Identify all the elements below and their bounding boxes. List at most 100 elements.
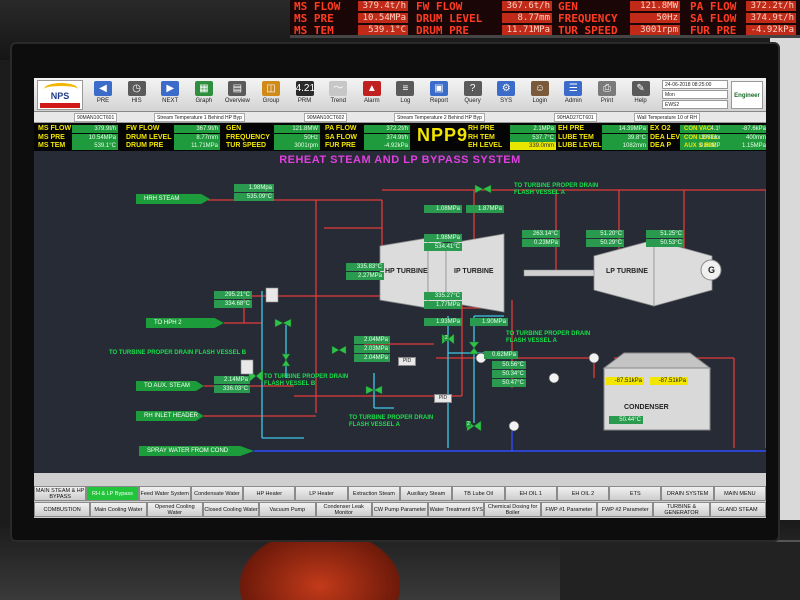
status-value: 0.59MPa — [680, 142, 726, 150]
nav-fwp-1-parameter[interactable]: FWP #1 Parameter — [540, 502, 598, 517]
nav-gland-steam[interactable]: GLAND STEAM — [709, 502, 766, 517]
led-label: MS FLOW — [294, 0, 341, 13]
status-label: DEA P — [650, 142, 672, 149]
toolbar-group-button[interactable]: ◫ Group — [256, 81, 286, 110]
nav-fwp-2-parameter[interactable]: FWP #2 Parameter — [597, 502, 654, 517]
toolbar-login-button[interactable]: ☺Login — [525, 81, 555, 110]
tag-desc: Stream Temperature 1 Behind HP Byp — [154, 113, 245, 122]
tag-id[interactable]: 90HAD27CT601 — [554, 113, 597, 122]
nav-hp-heater[interactable]: HP Heater — [243, 486, 296, 501]
nav-tb-lube-oil[interactable]: TB Lube Oil — [452, 486, 505, 501]
nav-lp-heater[interactable]: LP Heater — [295, 486, 348, 501]
pid-controller[interactable]: PID — [398, 357, 416, 366]
toolbar-query-button[interactable]: ?Query — [458, 81, 488, 110]
group-icon: ◫ — [262, 81, 280, 96]
session-info: 24-06-2018 08:25:00 Mon EWS2 — [662, 80, 728, 110]
pid-controller[interactable]: PID — [434, 394, 452, 403]
tag-desc: Wall Temperature 10 of RH — [634, 113, 701, 122]
nav-main-menu[interactable]: MAIN MENU — [713, 486, 766, 501]
led-label: DRUM PRE — [416, 24, 469, 37]
toolbar-button-label: Print — [600, 98, 614, 104]
drain-note: TO TURBINE PROPER DRAIN FLASH VESSEL A — [349, 415, 434, 428]
status-label: AUX S PRE — [684, 143, 717, 149]
nav-combustion[interactable]: COMBUSTION — [34, 502, 91, 517]
status-label: FW FLOW — [126, 125, 160, 132]
status-value: 339.0mm — [510, 142, 556, 150]
ip-turbine-label: IP TURBINE — [454, 268, 494, 275]
aux-pre: 2.14MPa — [214, 376, 250, 384]
toolbar-alarm-button[interactable]: ▲Alarm — [357, 81, 387, 110]
status-label: EH PRE — [558, 125, 585, 132]
status-label: TUR SPEED — [226, 142, 267, 149]
toolbar-button-label: PRM — [297, 98, 312, 104]
valve-tag: 2 — [444, 335, 449, 341]
bypass-pre2: 1.90MPa — [470, 318, 508, 326]
toolbar-report-button[interactable]: ▣Report — [424, 81, 454, 110]
nav-opened-cooling-water[interactable]: Opened Cooling Water — [146, 502, 203, 517]
status-value: 374.9t/h — [364, 133, 410, 142]
trend-icon: 〜 — [329, 81, 348, 96]
nav-auxiliary-steam[interactable]: Auxiliary Steam — [400, 486, 453, 501]
lp-b-pre: 50.53°C — [646, 239, 684, 247]
nav-closed-cooling-water[interactable]: Closed Cooling Water — [202, 502, 260, 517]
nav-chemical-dosing-for-boiler[interactable]: Chemical Dosing for Boiler — [484, 502, 541, 517]
toolbar-help-button[interactable]: ✎Help — [626, 81, 656, 110]
ip-exh-tem: 263.14°C — [522, 230, 560, 238]
hrh-tem: 535.09°C — [234, 193, 274, 201]
led-label: FW FLOW — [416, 0, 463, 13]
condenser-label: CONDENSER — [624, 404, 669, 411]
toolbar-button-label: Report — [429, 98, 448, 104]
led-value: 539.1°C — [358, 25, 408, 35]
status-label: CON LEVEL — [684, 134, 719, 141]
toolbar-his-button[interactable]: ◷HIS — [122, 81, 152, 110]
nav-eh-oil-1[interactable]: EH OIL 1 — [504, 486, 557, 501]
nav-cw-pump-parameter[interactable]: CW Pump Parameter — [371, 502, 429, 517]
nav-condensate-water[interactable]: Condensate Water — [190, 486, 244, 501]
keyboard — [560, 540, 800, 600]
toolbar-print-button[interactable]: ⎙Print — [592, 81, 622, 110]
toolbar-button-label: Group — [262, 98, 280, 104]
led-label: PA FLOW — [690, 0, 737, 13]
nav-water-treatment-sys[interactable]: Water Treatment SYS — [428, 502, 485, 517]
nav-vacuum-pump[interactable]: Vacuum Pump — [259, 502, 316, 517]
toolbar-trend-button[interactable]: 〜 Trend — [323, 81, 353, 110]
hp-turbine-label: HP TURBINE — [385, 268, 428, 275]
cold-rh-pre2: 1.87MPa — [466, 205, 504, 213]
nav-rh-lp-bypass[interactable]: RH & LP Bypass — [86, 486, 139, 501]
nav-ets[interactable]: ETS — [609, 486, 662, 501]
toolbar-graph-button[interactable]: ▦Graph — [189, 81, 219, 110]
cold-rh-pre: 1.08MPa — [424, 205, 462, 213]
toolbar-sys-button[interactable]: ⚙SYS — [491, 81, 521, 110]
drain-note: TO TURBINE PROPER DRAIN FLASH VESSEL B — [109, 350, 247, 356]
nav-extraction-steam[interactable]: Extraction Steam — [347, 486, 400, 501]
led-label: GEN — [558, 0, 578, 13]
nav-main-cooling-water[interactable]: Main Cooling Water — [90, 502, 147, 517]
nav-eh-oil-2[interactable]: EH OIL 2 — [556, 486, 610, 501]
nav-main-steam-hp-bypass[interactable]: MAIN STEAM & HP BYPASS — [34, 486, 87, 501]
status-value: 121.8MW — [274, 125, 320, 133]
nav-condenser-leak-monitor[interactable]: Condenser Leak Monitor — [315, 502, 372, 517]
nav-feed-water-system[interactable]: Feed Water System — [138, 486, 191, 501]
toolbar-admin-button[interactable]: ☰Admin — [558, 81, 588, 110]
toolbar-next-button[interactable]: ▶NEXT — [155, 81, 185, 110]
toolbar-overview-button[interactable]: ▤Overview — [222, 81, 252, 110]
lp-b-tem: 51.25°C — [646, 230, 684, 238]
toolbar-button-label: SYS — [500, 98, 513, 104]
tag-id[interactable]: 90MAN10CT601 — [74, 113, 118, 122]
valve-tag: 2 — [466, 421, 471, 427]
led-value: 10.54MPa — [358, 13, 408, 23]
alarm-icon: ▲ — [362, 81, 381, 96]
status-value: 379.9t/h — [72, 125, 118, 133]
nav-drain-system[interactable]: DRAIN SYSTEM — [661, 486, 714, 501]
history-icon: ◷ — [127, 81, 146, 96]
toolbar-button-label: Trend — [330, 98, 346, 104]
spray-v3: 50.47°C — [492, 379, 526, 387]
toolbar-pre-button[interactable]: ◀PRE — [88, 81, 118, 110]
nav-turbine-generator[interactable]: TURBINE & GENERATOR — [653, 502, 710, 517]
hp-exh-pre: 2.27MPa — [346, 272, 384, 280]
datetime: 24-06-2018 08:25:00 — [662, 80, 728, 89]
toolbar-log-button[interactable]: ≡Log — [390, 81, 420, 110]
tag-id[interactable]: 90MAN10CT602 — [304, 113, 348, 122]
